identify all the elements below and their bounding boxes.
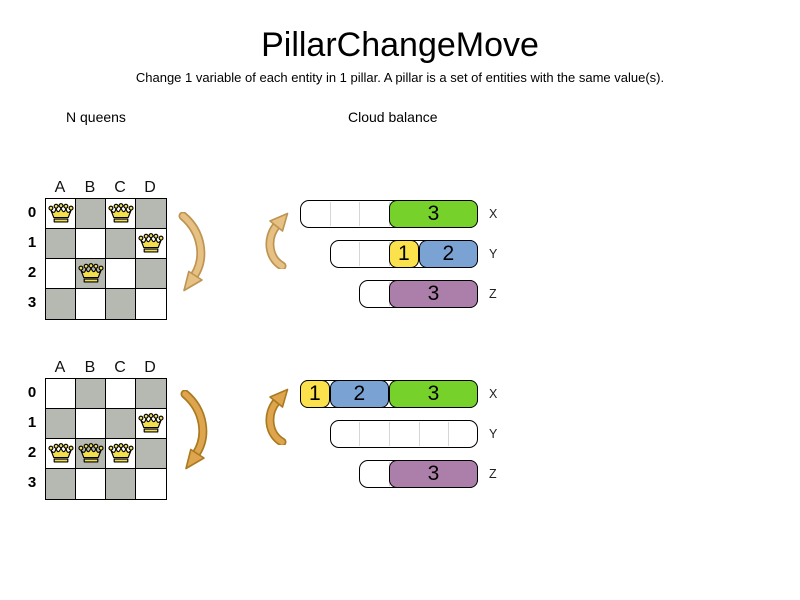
row-label: 2 — [27, 444, 37, 461]
nqueens-section-label: N queens — [66, 109, 126, 125]
queen-icon — [48, 443, 74, 463]
capacity-divider — [388, 422, 390, 446]
cloudbalance-section-label: Cloud balance — [348, 109, 438, 125]
board-cell — [76, 229, 106, 259]
board-cell — [46, 229, 76, 259]
row-label: 0 — [27, 384, 37, 401]
board-cell — [106, 469, 136, 499]
process-block-1: 1 — [388, 240, 419, 268]
queen-icon-wrap — [78, 262, 104, 285]
board-cell — [136, 469, 166, 499]
queens-before-arrow — [178, 211, 206, 292]
queen-icon-wrap — [48, 202, 74, 225]
row-label: 1 — [27, 414, 37, 431]
board-cell — [106, 379, 136, 409]
computer-label: Y — [489, 247, 498, 261]
queen-icon — [48, 203, 74, 223]
row-label: 0 — [27, 204, 37, 221]
board-cell — [46, 259, 76, 289]
cloud-after-arrow-wrap — [264, 387, 302, 450]
board-cell — [76, 379, 106, 409]
process-block-3: 3 — [388, 460, 478, 488]
board-cell — [46, 379, 76, 409]
board-cell — [136, 379, 166, 409]
board-cell — [136, 289, 166, 319]
process-block-3: 3 — [388, 380, 478, 408]
board-cell — [46, 469, 76, 499]
column-header: C — [114, 179, 126, 196]
page-title: PillarChangeMove — [261, 26, 539, 64]
process-block-1: 1 — [299, 380, 330, 408]
queen-icon-wrap — [108, 202, 134, 225]
capacity-divider — [359, 242, 361, 266]
queen-icon — [108, 443, 134, 463]
capacity-divider — [359, 202, 361, 226]
board-cell — [136, 259, 166, 289]
queen-icon — [78, 263, 104, 283]
queen-icon-wrap — [138, 232, 164, 255]
computer-label: X — [489, 207, 498, 221]
computer-label: Z — [489, 467, 497, 481]
row-label: 3 — [27, 474, 37, 491]
queen-icon-wrap — [108, 442, 134, 465]
board-cell — [46, 409, 76, 439]
computer-label: Y — [489, 427, 498, 441]
column-header: A — [54, 179, 66, 196]
row-label: 2 — [27, 264, 37, 281]
queen-icon — [78, 443, 104, 463]
board-cell — [136, 199, 166, 229]
cloud-before-arrow — [265, 212, 289, 271]
board-cell — [76, 409, 106, 439]
column-header: C — [114, 359, 126, 376]
board-cell — [106, 259, 136, 289]
computer-label: Z — [489, 287, 497, 301]
board-cell — [106, 289, 136, 319]
process-block-2: 2 — [418, 240, 478, 268]
queen-icon — [138, 413, 164, 433]
computer-label: X — [489, 387, 498, 401]
column-header: D — [144, 179, 156, 196]
nqueens-board-after — [45, 378, 167, 500]
queen-icon-wrap — [138, 412, 164, 435]
board-cell — [136, 439, 166, 469]
queens-after-arrow-wrap — [178, 389, 216, 477]
capacity-divider — [448, 422, 450, 446]
queens-after-arrow — [180, 389, 208, 470]
board-cell — [106, 229, 136, 259]
row-label: 1 — [27, 234, 37, 251]
computer-bar-y-after — [329, 420, 478, 448]
queen-icon — [138, 233, 164, 253]
cloud-after-arrow — [265, 388, 289, 447]
process-block-3: 3 — [388, 280, 478, 308]
capacity-divider — [418, 422, 420, 446]
queen-icon — [108, 203, 134, 223]
board-cell — [46, 289, 76, 319]
capacity-divider — [329, 202, 331, 226]
column-header: D — [144, 359, 156, 376]
row-label: 3 — [27, 294, 37, 311]
cloud-before-arrow-wrap — [264, 211, 302, 274]
board-cell — [76, 199, 106, 229]
process-block-2: 2 — [329, 380, 389, 408]
column-header: A — [54, 359, 66, 376]
board-cell — [76, 289, 106, 319]
column-header: B — [84, 359, 96, 376]
capacity-divider — [359, 422, 361, 446]
board-cell — [106, 409, 136, 439]
queen-icon-wrap — [78, 442, 104, 465]
queens-before-arrow-wrap — [176, 211, 214, 299]
page-subtitle: Change 1 variable of each entity in 1 pi… — [135, 70, 665, 85]
board-cell — [76, 469, 106, 499]
column-header: B — [84, 179, 96, 196]
process-block-3: 3 — [388, 200, 478, 228]
queen-icon-wrap — [48, 442, 74, 465]
